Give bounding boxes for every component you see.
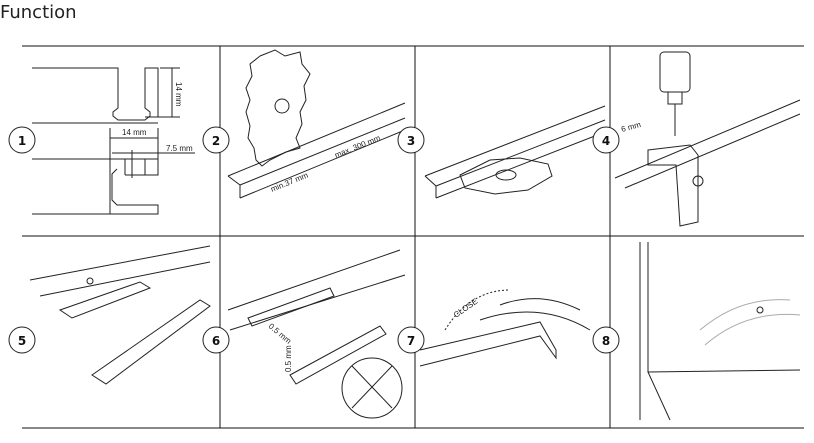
- step-number-7: 7: [407, 334, 415, 348]
- step-number-1: 1: [18, 134, 26, 148]
- step-7-illustration: CLOSE: [419, 289, 591, 367]
- step-8-illustration: [639, 242, 801, 421]
- step-1-width-label: 14 mm: [122, 128, 147, 137]
- step-number-4: 4: [602, 134, 610, 148]
- step-1-depth-label: 14 mm: [174, 82, 183, 107]
- step-4-illustration: 6 mm: [614, 51, 801, 227]
- step-4-distance-label: 6 mm: [620, 120, 642, 134]
- step-6-illustration: 0.5 mm 0.5 mm: [227, 249, 406, 419]
- step-number-5: 5: [18, 334, 26, 348]
- step-number-3: 3: [407, 134, 415, 148]
- step-number-8: 8: [602, 334, 610, 348]
- grid-lines: [22, 45, 804, 429]
- step-2-illustration: min.37 mm max. 300 mm: [227, 49, 406, 199]
- step-7-close-label: CLOSE: [452, 297, 479, 320]
- step-6-side-gap-label: 0.5 mm: [267, 322, 293, 346]
- step-6-top-gap-label: 0.5 mm: [284, 345, 293, 372]
- step-1-offset-label: 7.5 mm: [166, 144, 193, 153]
- step-2-min-label: min.37 mm: [269, 171, 309, 194]
- page-title: Function: [0, 2, 77, 23]
- step-number-2: 2: [212, 134, 220, 148]
- step-1-illustration: 14 mm 7.5 mm 14 mm: [32, 67, 195, 215]
- step-5-illustration: [29, 245, 211, 385]
- step-3-illustration: [424, 105, 606, 199]
- step-number-6: 6: [212, 334, 220, 348]
